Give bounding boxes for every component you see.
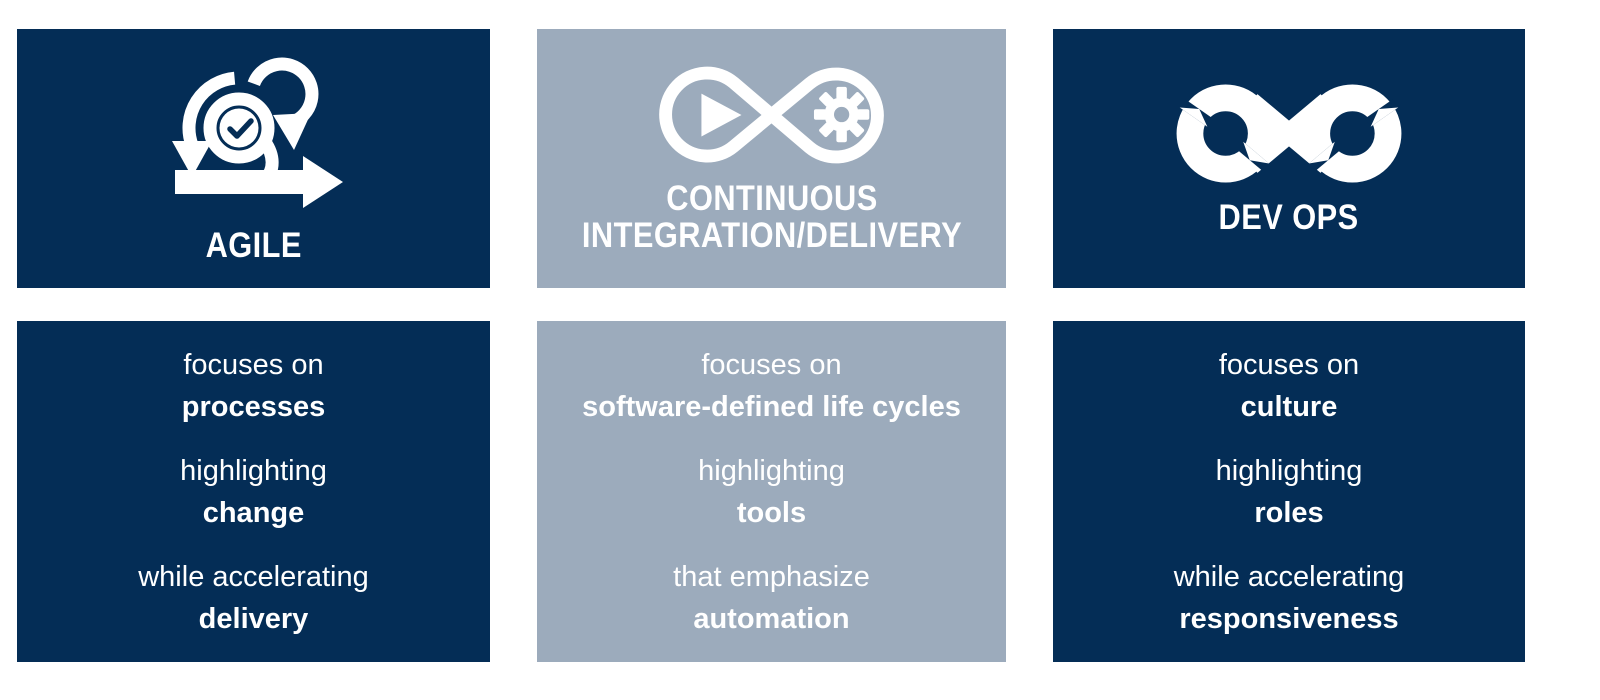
- title-line: DEV OPS: [1218, 198, 1360, 237]
- description-item: highlighting roles: [1216, 450, 1363, 534]
- title-line: CONTINUOUS: [665, 178, 878, 218]
- description-bold-line: change: [202, 496, 305, 529]
- description-bold-line: roles: [1254, 496, 1324, 529]
- gear-icon: [813, 86, 869, 142]
- description-normal-line: focuses on: [701, 348, 842, 381]
- devops-header-box: DEV OPS: [1053, 29, 1525, 288]
- description-normal-line: highlighting: [698, 454, 845, 487]
- devops-title: DEV OPS: [1209, 199, 1368, 236]
- description-normal-line: while accelerating: [138, 560, 369, 593]
- title-line: INTEGRATION/DELIVERY: [581, 215, 962, 255]
- check-icon: [219, 108, 258, 147]
- cicd-title: CONTINUOUS INTEGRATION/DELIVERY: [556, 180, 988, 254]
- agile-title: AGILE: [199, 227, 308, 264]
- devops-description-box: focuses on culture highlighting roles wh…: [1053, 321, 1525, 662]
- description-item: highlighting tools: [698, 450, 845, 534]
- devops-infinity-icon: [1176, 84, 1402, 183]
- description-item: focuses on culture: [1219, 344, 1359, 428]
- description-normal-line: highlighting: [180, 454, 327, 487]
- description-bold-line: culture: [1240, 390, 1338, 423]
- agile-description-box: focuses on processes highlighting change…: [17, 321, 490, 662]
- description-normal-line: focuses on: [183, 348, 324, 381]
- agile-sprint-icon: [171, 57, 343, 208]
- description-item: focuses on processes: [182, 344, 326, 428]
- description-normal-line: focuses on: [1218, 348, 1360, 381]
- play-icon: [700, 93, 741, 136]
- description-bold-line: responsiveness: [1179, 602, 1399, 635]
- description-bold-line: processes: [181, 390, 326, 423]
- description-bold-line: delivery: [198, 602, 309, 635]
- description-normal-line: that emphasize: [673, 560, 870, 593]
- description-bold-line: software-defined life cycles: [582, 390, 961, 423]
- cicd-header-box: CONTINUOUS INTEGRATION/DELIVERY: [537, 29, 1006, 288]
- description-normal-line: while accelerating: [1173, 560, 1405, 593]
- description-item: highlighting change: [180, 450, 327, 534]
- cicd-description-box: focuses on software-defined life cycles …: [537, 321, 1006, 662]
- description-bold-line: tools: [736, 496, 807, 529]
- description-item: focuses on software-defined life cycles: [582, 344, 961, 428]
- description-item: while accelerating delivery: [138, 556, 369, 640]
- agile-header-box: AGILE: [17, 29, 490, 288]
- description-bold-line: automation: [693, 602, 850, 635]
- description-normal-line: highlighting: [1215, 454, 1363, 487]
- description-item: while accelerating responsiveness: [1174, 556, 1405, 640]
- title-line: AGILE: [205, 225, 302, 265]
- ci-cd-infinity-icon: [658, 66, 884, 163]
- description-item: that emphasize automation: [673, 556, 870, 640]
